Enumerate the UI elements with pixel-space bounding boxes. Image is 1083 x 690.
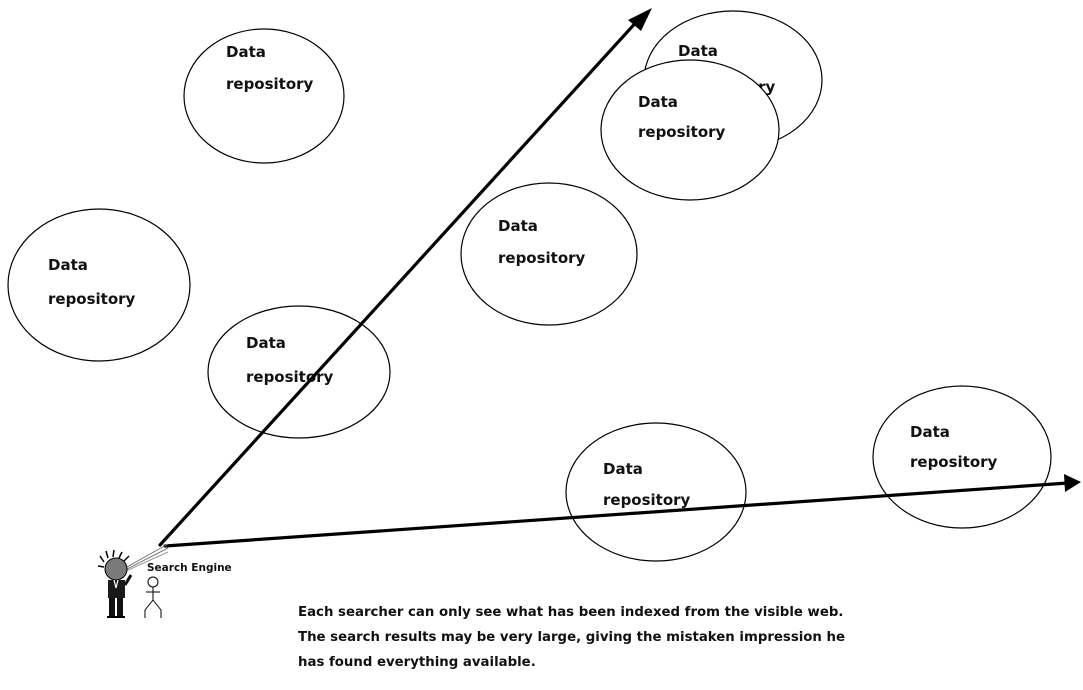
- search-engine-label: Search Engine: [147, 562, 232, 574]
- repository-label-line2: repository: [603, 491, 691, 509]
- repository-label-line2: repository: [226, 75, 314, 93]
- repository-ellipse: [7, 208, 191, 362]
- search-beam: [125, 543, 169, 572]
- repository-node: Data repository: [7, 208, 191, 362]
- searcher-person-icon: [97, 549, 133, 618]
- repository-label-line2: repository: [48, 290, 136, 308]
- repository-label-line2: repository: [638, 123, 726, 141]
- caption-line: Each searcher can only see what has been…: [298, 605, 844, 620]
- search-ray-lower: [163, 474, 1081, 548]
- repository-label-line1: Data: [226, 43, 266, 61]
- repository-ellipse: [460, 182, 638, 326]
- repository-node: Data repository: [207, 305, 391, 439]
- arrowhead-icon: [628, 8, 652, 31]
- repository-ellipse: [600, 59, 780, 201]
- caption-text: Each searcher can only see what has been…: [298, 600, 998, 675]
- repository-label-line2: repository: [498, 249, 586, 267]
- caption-line: The search results may be very large, gi…: [298, 630, 846, 645]
- search-engine-figure-icon: [144, 576, 162, 618]
- repository-ellipse: [565, 422, 747, 562]
- repository-node: Data repository: [460, 182, 638, 326]
- repository-label-line2: repository: [246, 368, 334, 386]
- repository-label-line2: repository: [910, 453, 998, 471]
- repository-label-line1: Data: [638, 93, 678, 111]
- repository-node: Data repository: [565, 422, 747, 562]
- caption-line: has found everything available.: [298, 655, 536, 670]
- repository-label-line1: Data: [678, 42, 718, 60]
- repository-label-line1: Data: [246, 334, 286, 352]
- repository-node: Data repository: [600, 59, 780, 201]
- repository-node: Data repository: [872, 385, 1052, 529]
- repository-ellipse: [183, 28, 345, 164]
- arrowhead-icon: [1064, 474, 1081, 492]
- repository-ellipse: [207, 305, 391, 439]
- repository-label-line1: Data: [603, 460, 643, 478]
- repository-label-line1: Data: [48, 256, 88, 274]
- repository-node: Data repository: [183, 28, 345, 164]
- repository-label-line1: Data: [498, 217, 538, 235]
- repository-label-line1: Data: [910, 423, 950, 441]
- search-ray-upper: [158, 8, 652, 547]
